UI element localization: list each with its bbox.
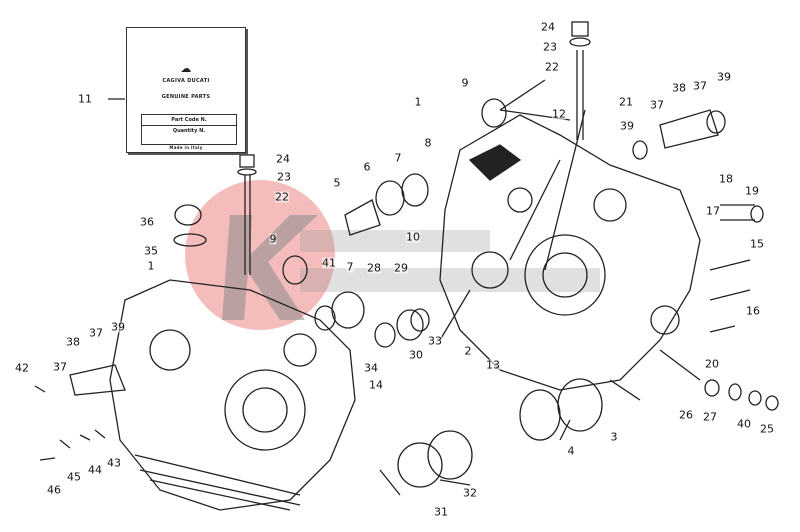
callout-label[interactable]: 31 [434, 505, 448, 519]
callout-label[interactable]: 1 [414, 95, 422, 109]
callout-label[interactable]: 39 [111, 320, 125, 334]
callout-label[interactable]: 38 [672, 81, 686, 95]
callout-label[interactable]: 17 [706, 204, 720, 218]
callout-label[interactable]: 29 [394, 261, 408, 275]
callout-label[interactable]: 5 [333, 176, 341, 190]
left-crankcase [109, 279, 356, 511]
callout-label[interactable]: 23 [543, 40, 557, 54]
booklet-subtitle: GENUINE PARTS [161, 94, 211, 100]
callout-label[interactable]: 20 [705, 357, 719, 371]
callout-label[interactable]: 32 [463, 486, 477, 500]
callout-label[interactable]: 10 [406, 230, 420, 244]
callout-label[interactable]: 33 [428, 334, 442, 348]
callout-label[interactable]: 37 [693, 79, 707, 93]
callout-label[interactable]: 37 [53, 360, 67, 374]
callout-label[interactable]: 41 [322, 256, 336, 270]
callout-label[interactable]: 21 [619, 95, 633, 109]
callout-label[interactable]: 40 [737, 417, 751, 431]
callout-label[interactable]: 43 [107, 456, 121, 470]
callout-label[interactable]: 16 [746, 304, 760, 318]
callout-label[interactable]: 27 [703, 410, 717, 424]
callout-label[interactable]: 3 [610, 430, 618, 444]
callout-label[interactable]: 34 [364, 361, 378, 375]
booklet-quantity: Quantity N. [141, 125, 237, 145]
callout-label[interactable]: 24 [276, 152, 290, 166]
callout-label[interactable]: 28 [367, 261, 381, 275]
callout-label[interactable]: 1 [147, 259, 155, 273]
callout-label[interactable]: 45 [67, 470, 81, 484]
callout-label[interactable]: 11 [78, 92, 92, 106]
callout-label[interactable]: 19 [745, 184, 759, 198]
callout-label[interactable]: 39 [620, 119, 634, 133]
callout-label[interactable]: 12 [552, 107, 566, 121]
callout-label[interactable]: 22 [275, 190, 289, 204]
booklet-logo-icon: ☁ [180, 62, 192, 75]
callout-label[interactable]: 4 [567, 444, 575, 458]
callout-label[interactable]: 2 [464, 344, 472, 358]
callout-label[interactable]: 23 [277, 170, 291, 184]
callout-label[interactable]: 44 [88, 463, 102, 477]
booklet-brand: CAGIVA DUCATI [162, 78, 210, 84]
callout-label[interactable]: 7 [346, 260, 354, 274]
callout-label[interactable]: 22 [545, 60, 559, 74]
callout-label[interactable]: 37 [89, 326, 103, 340]
callout-label[interactable]: 42 [15, 361, 29, 375]
callout-label[interactable]: 15 [750, 237, 764, 251]
callout-label[interactable]: 9 [269, 232, 277, 246]
callout-label[interactable]: 18 [719, 172, 733, 186]
booklet-footer: Made in Italy [169, 145, 203, 150]
callout-label[interactable]: 38 [66, 335, 80, 349]
callout-label[interactable]: 36 [140, 215, 154, 229]
callout-label[interactable]: 24 [541, 20, 555, 34]
callout-label[interactable]: 6 [363, 160, 371, 174]
callout-label[interactable]: 35 [144, 244, 158, 258]
callout-label[interactable]: 13 [486, 358, 500, 372]
parts-booklet: ☁ CAGIVA DUCATI GENUINE PARTS Part Code … [126, 27, 246, 153]
callout-label[interactable]: 14 [369, 378, 383, 392]
callout-label[interactable]: 26 [679, 408, 693, 422]
callout-label[interactable]: 46 [47, 483, 61, 497]
callout-label[interactable]: 39 [717, 70, 731, 84]
callout-label[interactable]: 7 [394, 151, 402, 165]
callout-label[interactable]: 25 [760, 422, 774, 436]
callout-label[interactable]: 9 [461, 76, 469, 90]
callout-label[interactable]: 8 [424, 136, 432, 150]
callout-label[interactable]: 30 [409, 348, 423, 362]
watermark-logo [185, 180, 600, 330]
callout-label[interactable]: 37 [650, 98, 664, 112]
